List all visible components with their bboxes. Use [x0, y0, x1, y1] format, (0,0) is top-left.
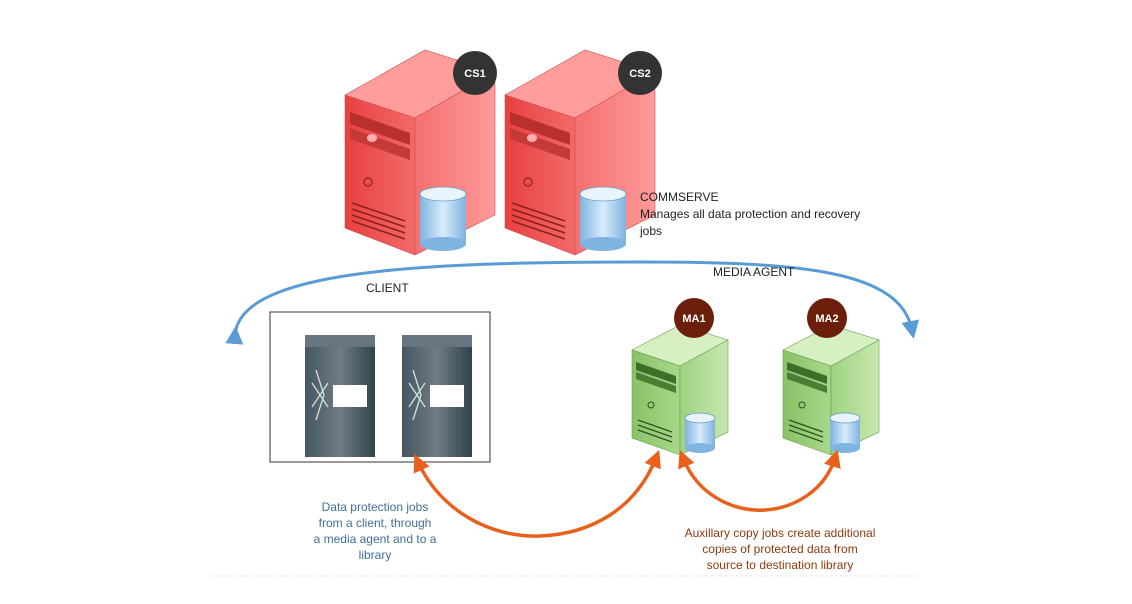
commserve-communication-arrow [225, 260, 920, 345]
client-blade-server-2 [402, 335, 472, 457]
cs2-badge-label: CS2 [629, 68, 650, 80]
data-protection-note-line-2: from a client, through [318, 516, 432, 530]
commserve-description-line-1: Manages all data protection and recovery [640, 207, 861, 221]
cs1-badge-label: CS1 [464, 68, 485, 80]
ma1-badge: MA1 [674, 298, 714, 338]
database-cylinder-icon [829, 412, 861, 453]
auxiliary-copy-arrow [678, 449, 841, 512]
commserve-title: COMMSERVE [640, 190, 719, 204]
client-box [269, 311, 491, 463]
client-blade-server-1 [305, 335, 375, 457]
media-agent-title: MEDIA AGENT [713, 265, 795, 279]
ma1-badge-label: MA1 [682, 313, 705, 325]
client-title: CLIENT [366, 281, 409, 295]
auxiliary-copy-note-line-3: source to destination library [706, 558, 854, 572]
data-protection-note-line-3: a media agent and to a [313, 532, 437, 546]
auxiliary-copy-note: Auxillary copy jobs create additional co… [655, 525, 905, 573]
ma2-badge: MA2 [807, 298, 847, 338]
commserve-description-line-2: jobs [640, 224, 663, 238]
media-agent-server-ma2: MA2 [782, 298, 880, 456]
media-agent-server-ma1: MA1 [631, 298, 729, 456]
auxiliary-copy-note-line-2: copies of protected data from [702, 542, 858, 556]
cs1-badge: CS1 [453, 51, 497, 95]
cs2-badge: CS2 [618, 51, 662, 95]
ma2-badge-label: MA2 [815, 313, 838, 325]
data-protection-arrow [413, 449, 661, 538]
data-protection-note-line-4: library [358, 548, 392, 562]
commserve-server-cs1: CS1 [344, 49, 497, 256]
database-cylinder-icon [684, 412, 716, 453]
commserve-server-cs2: CS2 [504, 49, 662, 256]
database-cylinder-icon [419, 186, 467, 251]
auxiliary-copy-note-line-1: Auxillary copy jobs create additional [684, 526, 876, 540]
data-protection-note: Data protection jobs from a client, thro… [300, 499, 450, 563]
data-protection-note-line-1: Data protection jobs [321, 500, 429, 514]
database-cylinder-icon [579, 186, 627, 251]
